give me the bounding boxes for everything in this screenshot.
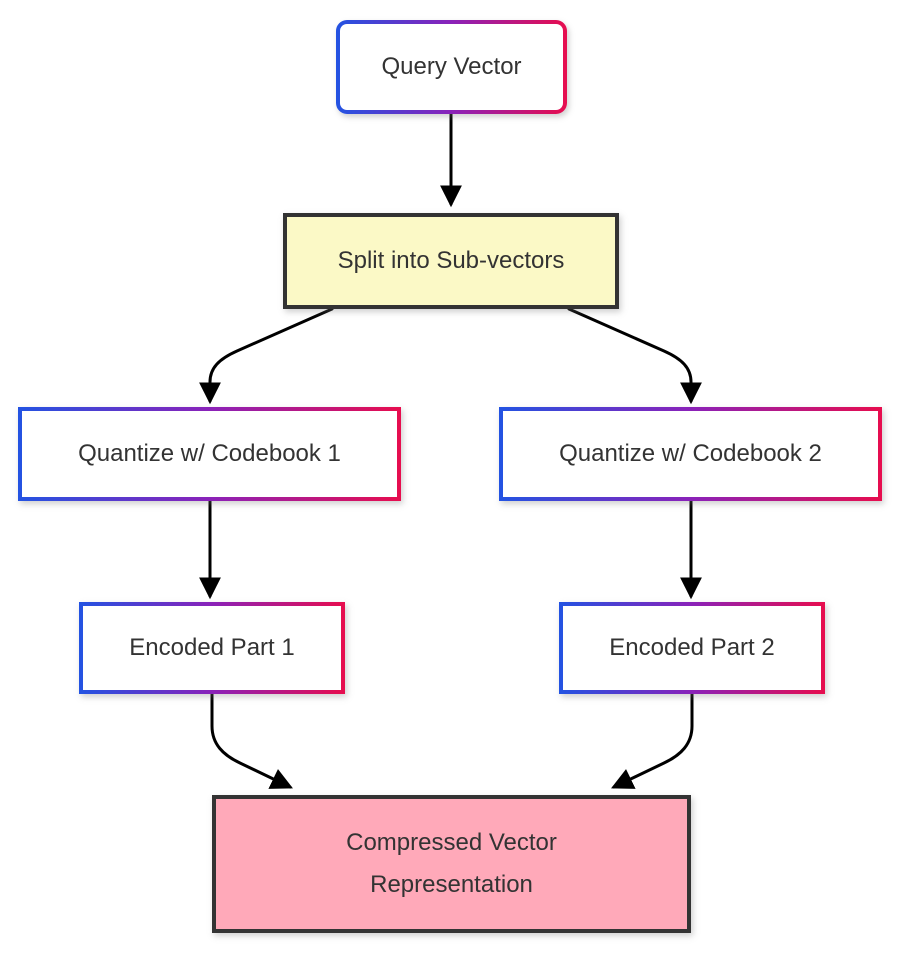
node-quantize-codebook-1: Quantize w/ Codebook 1 [18,407,401,501]
node-compressed-vector: Compressed Vector Representation [212,795,691,933]
node-encoded-part-2: Encoded Part 2 [559,602,825,694]
node-query-vector: Query Vector [336,20,567,114]
node-encoded-part-2-label: Encoded Part 2 [609,634,775,661]
node-compressed-vector-label: Compressed Vector Representation [346,829,557,898]
arrow-split-to-quantize1 [199,307,334,405]
node-split-subvectors: Split into Sub-vectors [283,213,619,309]
node-encoded-part-1: Encoded Part 1 [79,602,345,694]
arrow-split-to-quantize2 [567,307,702,405]
node-query-vector-label: Query Vector [381,53,522,80]
node-encoded-part-1-label: Encoded Part 1 [129,634,295,661]
arrow-encoded2-to-compressed [611,692,694,789]
node-quantize-codebook-1-label: Quantize w/ Codebook 1 [78,440,341,467]
arrow-encoded1-to-compressed [210,692,293,789]
node-split-subvectors-label: Split into Sub-vectors [337,247,565,274]
node-quantize-codebook-2: Quantize w/ Codebook 2 [499,407,882,501]
node-quantize-codebook-2-label: Quantize w/ Codebook 2 [559,440,822,467]
